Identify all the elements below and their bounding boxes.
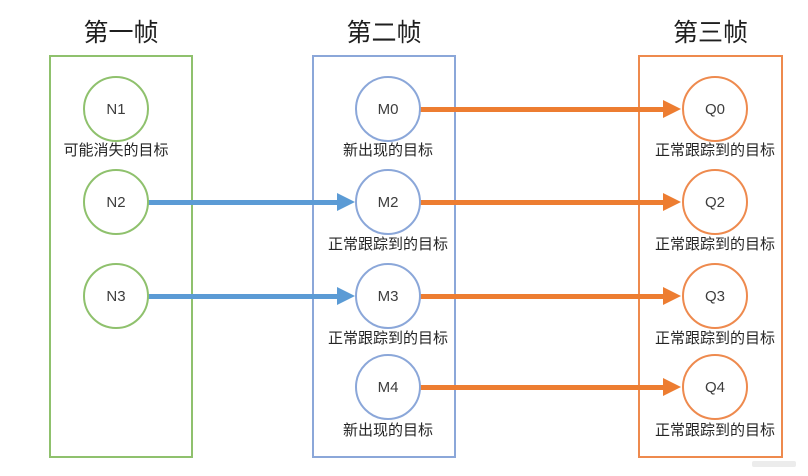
- node-N2-label: N2: [106, 193, 126, 211]
- node-M3-label: M3: [377, 287, 399, 305]
- edge-M2-Q2-arrowhead-icon: [663, 193, 681, 211]
- node-Q0: Q0: [682, 76, 748, 142]
- edge-M4-Q4-arrowhead-icon: [663, 378, 681, 396]
- frame3-title: 第三帧: [672, 19, 748, 47]
- frame1-title: 第一帧: [83, 19, 159, 47]
- edge-M3-Q3-arrowhead-icon: [663, 287, 681, 305]
- node-Q4-caption: 正常跟踪到的目标: [654, 422, 775, 439]
- node-M2-label: M2: [377, 193, 399, 211]
- node-M0: M0: [355, 76, 421, 142]
- frame2-title: 第二帧: [346, 19, 422, 47]
- node-N1: N1: [83, 76, 149, 142]
- edge-N3-M3-line: [148, 294, 337, 299]
- node-Q3: Q3: [682, 263, 748, 329]
- node-Q2: Q2: [682, 169, 748, 235]
- edge-M3-Q3-line: [420, 294, 663, 299]
- edge-M0-Q0-line: [420, 107, 663, 112]
- node-M3: M3: [355, 263, 421, 329]
- edge-M2-Q2-line: [420, 200, 663, 205]
- frame2-box: [312, 55, 456, 458]
- edge-N2-M2-line: [148, 200, 337, 205]
- node-Q2-caption: 正常跟踪到的目标: [654, 236, 775, 253]
- edge-M0-Q0-arrowhead-icon: [663, 100, 681, 118]
- watermark: [752, 461, 796, 467]
- node-N2: N2: [83, 169, 149, 235]
- node-Q3-label: Q3: [704, 287, 725, 305]
- node-M3-caption: 正常跟踪到的目标: [327, 330, 448, 347]
- node-Q3-caption: 正常跟踪到的目标: [654, 330, 775, 347]
- node-N1-label: N1: [106, 100, 126, 118]
- frame1-box: [49, 55, 193, 458]
- node-Q0-label: Q0: [704, 100, 725, 118]
- edge-M4-Q4-line: [420, 385, 663, 390]
- node-M0-label: M0: [377, 100, 399, 118]
- node-N3: N3: [83, 263, 149, 329]
- node-Q2-label: Q2: [704, 193, 725, 211]
- node-M0-caption: 新出现的目标: [342, 142, 433, 159]
- node-M4: M4: [355, 354, 421, 420]
- node-M2: M2: [355, 169, 421, 235]
- node-Q4-label: Q4: [704, 378, 725, 396]
- node-M4-caption: 新出现的目标: [342, 422, 433, 439]
- node-Q0-caption: 正常跟踪到的目标: [654, 142, 775, 159]
- node-N1-caption: 可能消失的目标: [63, 142, 169, 159]
- edge-N3-M3-arrowhead-icon: [337, 287, 355, 305]
- node-Q4: Q4: [682, 354, 748, 420]
- node-N3-label: N3: [106, 287, 126, 305]
- edge-N2-M2-arrowhead-icon: [337, 193, 355, 211]
- frame3-box: [638, 55, 783, 458]
- node-M2-caption: 正常跟踪到的目标: [327, 236, 448, 253]
- node-M4-label: M4: [377, 378, 399, 396]
